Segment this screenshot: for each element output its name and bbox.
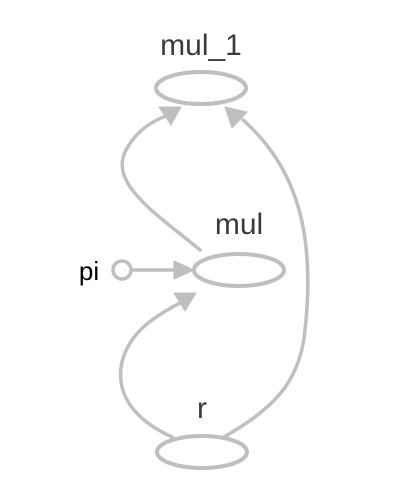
edge-r-to-mul — [119, 301, 182, 439]
edge-mul-to-mul_1 — [120, 114, 202, 252]
edge-r-to-mul-arrowhead — [173, 292, 197, 312]
node-label-r: r — [197, 392, 207, 425]
graph-node-mul[interactable]: mul — [192, 208, 286, 288]
edge-pi-to-mul-arrowhead — [173, 260, 195, 280]
mul-ellipse[interactable] — [192, 252, 286, 288]
r-ellipse[interactable] — [155, 434, 249, 470]
node-label-mul: mul — [215, 208, 263, 241]
graph-node-mul_1[interactable]: mul_1 — [154, 29, 248, 106]
graph-node-pi[interactable]: pi — [79, 256, 133, 286]
edge-mul-to-mul_1-arrowhead — [158, 106, 182, 126]
edge-r-to-mul_1 — [222, 118, 310, 439]
node-label-mul_1: mul_1 — [160, 29, 242, 62]
node-label-pi: pi — [79, 256, 99, 286]
edges — [119, 106, 310, 439]
mul_1-ellipse[interactable] — [154, 70, 248, 106]
pi-constant-circle[interactable] — [111, 259, 133, 281]
edge-r-to-mul_1-arrowhead — [224, 106, 248, 129]
graph-node-r[interactable]: r — [155, 392, 249, 470]
